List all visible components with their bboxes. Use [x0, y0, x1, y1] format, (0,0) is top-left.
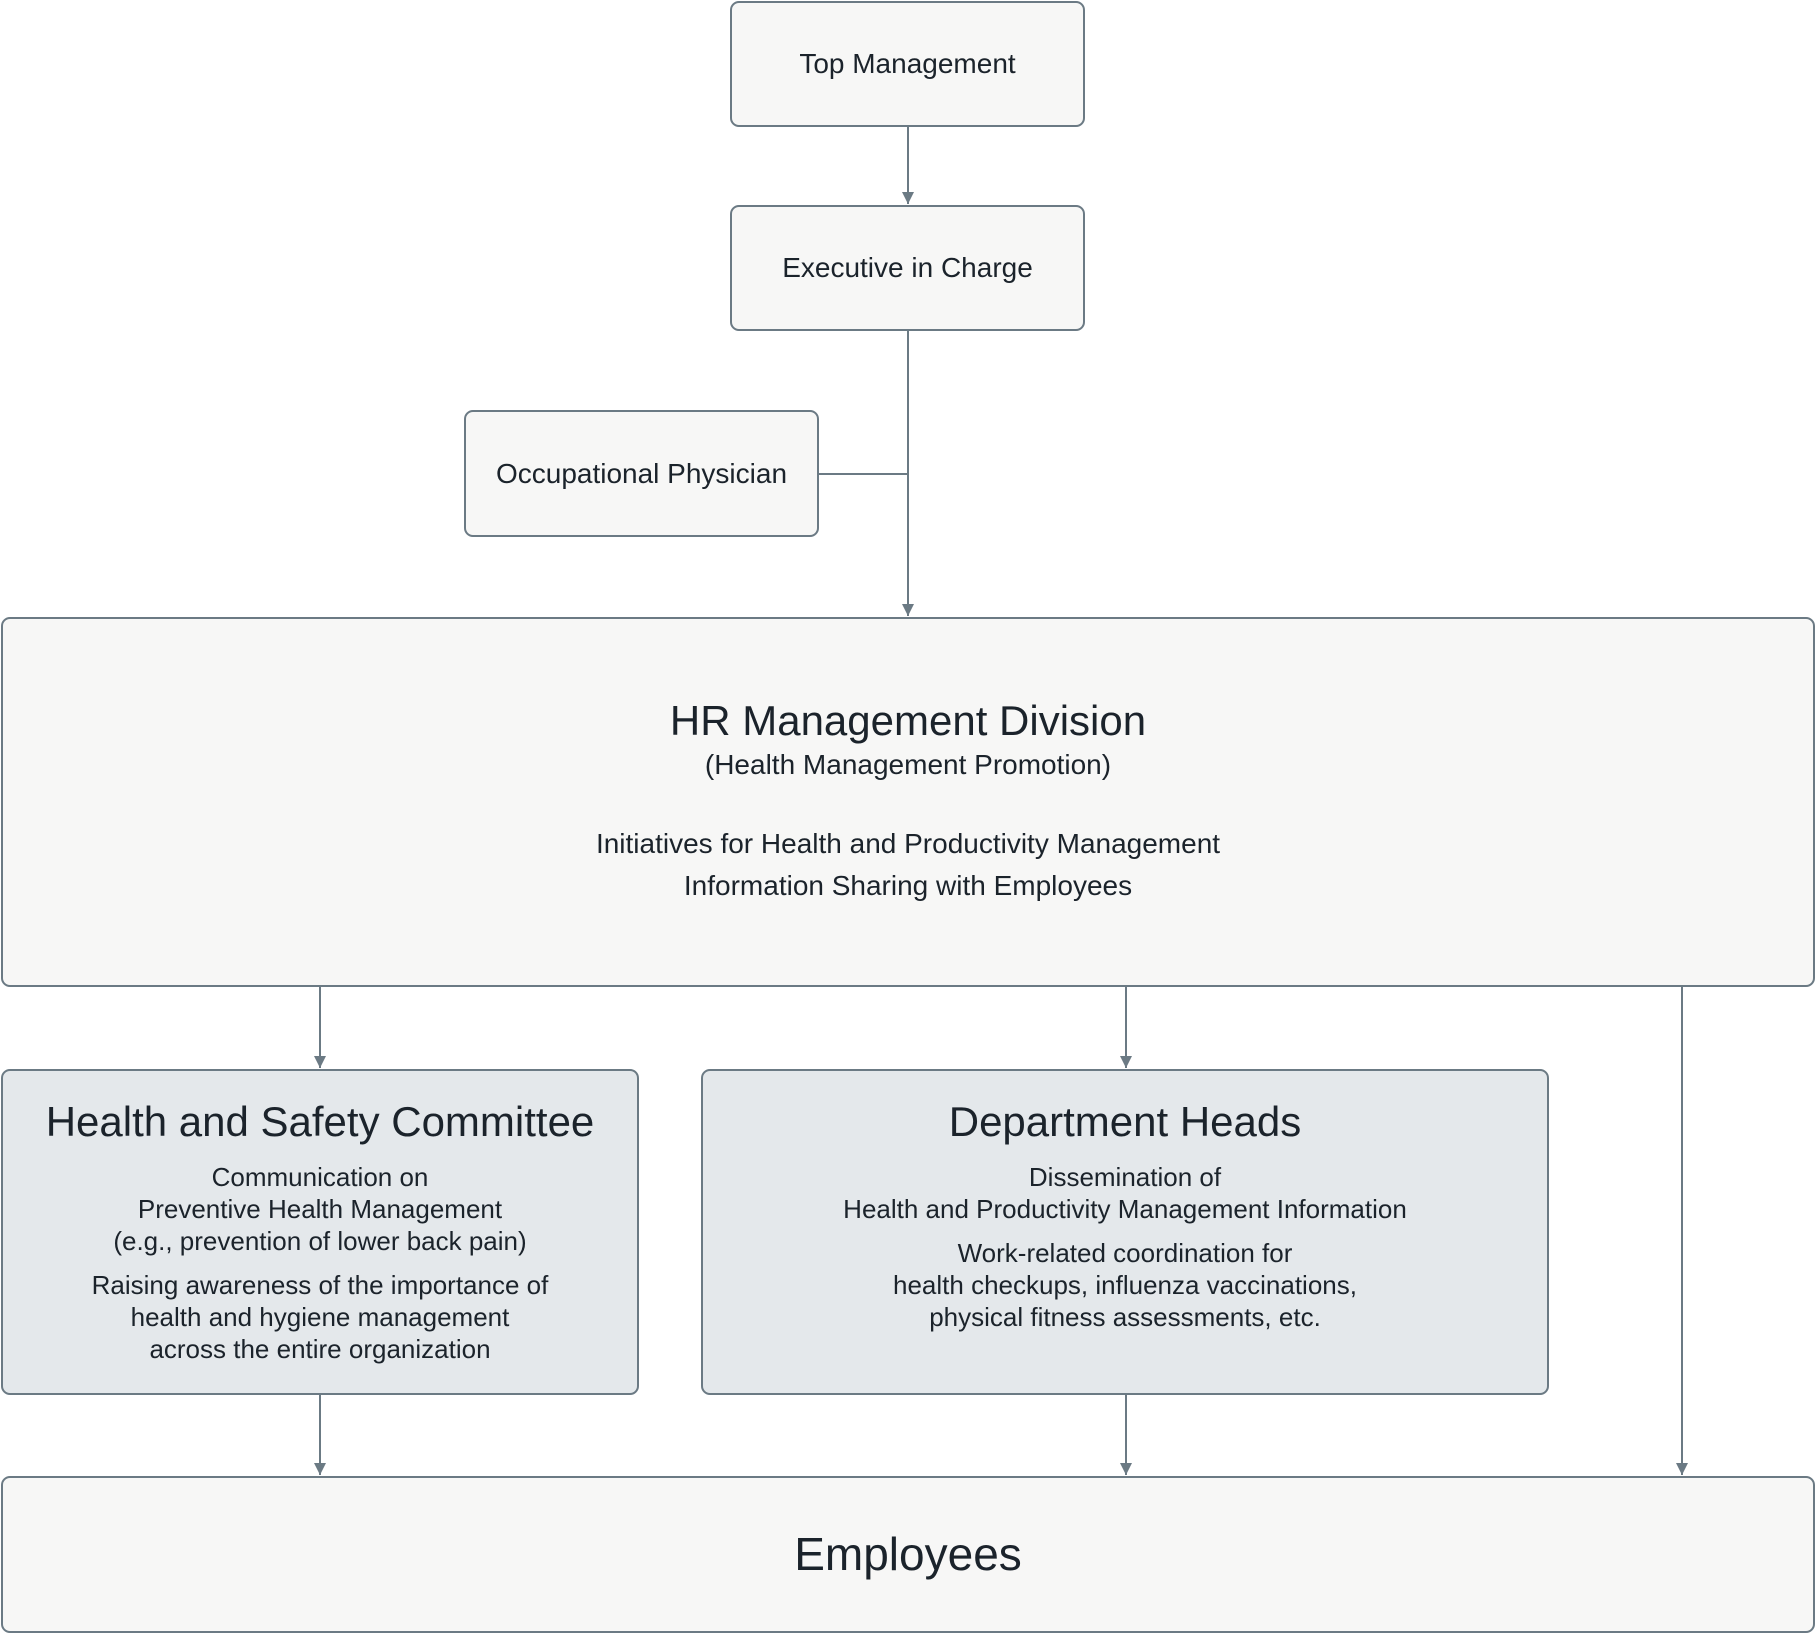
node-executive-in-charge: Executive in Charge [730, 205, 1085, 331]
hr-subtitle: (Health Management Promotion) [704, 748, 1112, 780]
paragraph-line: Raising awareness of the importance of [91, 1270, 549, 1301]
employees-label: Employees [794, 1527, 1022, 1580]
node-occupational-physician: Occupational Physician [464, 410, 819, 537]
paragraph-line: across the entire organization [149, 1334, 491, 1365]
paragraph-line: Health and Productivity Management Infor… [843, 1194, 1407, 1225]
committee-paragraph: Raising awareness of the importance of h… [92, 1269, 549, 1365]
node-label: Top Management [799, 48, 1016, 80]
committee-title: Health and Safety Committee [45, 1098, 595, 1145]
hr-line: Initiatives for Health and Productivity … [595, 828, 1221, 860]
hr-line: Information Sharing with Employees [683, 870, 1133, 902]
paragraph-line: physical fitness assessments, etc. [929, 1302, 1321, 1333]
dept-heads-paragraph: Work-related coordination for health che… [893, 1237, 1357, 1333]
node-employees: Employees [1, 1476, 1815, 1633]
paragraph-line: health and hygiene management [130, 1302, 510, 1333]
paragraph-line: Preventive Health Management [137, 1194, 503, 1225]
node-top-management: Top Management [730, 1, 1085, 127]
node-health-and-safety-committee: Health and Safety Committee Communicatio… [1, 1069, 639, 1395]
committee-paragraph: Communication on Preventive Health Manag… [113, 1161, 526, 1257]
paragraph-line: Dissemination of [1028, 1162, 1222, 1193]
node-label: Occupational Physician [495, 457, 788, 489]
paragraph-line: Communication on [211, 1162, 429, 1193]
paragraph-line: (e.g., prevention of lower back pain) [113, 1226, 527, 1257]
node-label: Executive in Charge [782, 252, 1033, 284]
hr-title: HR Management Division [669, 696, 1147, 744]
paragraph-line: Work-related coordination for [957, 1238, 1293, 1269]
hr-description: Initiatives for Health and Productivity … [596, 823, 1220, 907]
node-department-heads: Department Heads Dissemination of Health… [701, 1069, 1549, 1395]
dept-heads-paragraph: Dissemination of Health and Productivity… [843, 1161, 1407, 1225]
dept-heads-title: Department Heads [948, 1098, 1302, 1145]
paragraph-line: health checkups, influenza vaccinations, [893, 1270, 1357, 1301]
node-hr-management-division: HR Management Division (Health Managemen… [1, 617, 1815, 987]
